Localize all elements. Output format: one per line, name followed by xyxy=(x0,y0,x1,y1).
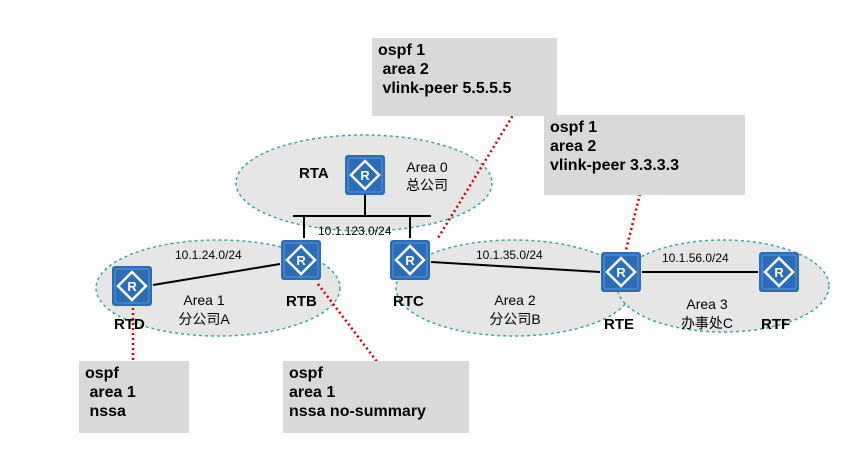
rtb-config-box: ospf area 1 nssa no-summary xyxy=(283,361,469,433)
area1-name: Area 1 xyxy=(183,292,224,308)
rte-router-icon[interactable] xyxy=(599,250,643,294)
rtb-router-icon[interactable] xyxy=(279,238,323,282)
links xyxy=(152,195,758,286)
rtd-config-line-2: area 1 xyxy=(85,384,136,401)
rtc-config-line-2: area 2 xyxy=(378,61,429,78)
rte-config-line-3: vlink-peer 3.3.3.3 xyxy=(550,157,679,174)
area2-site: 分公司B xyxy=(489,311,540,327)
area1-site: 分公司A xyxy=(178,311,230,327)
rtd-config-line-1: ospf xyxy=(85,365,119,382)
area3-site: 办事处C xyxy=(681,315,733,331)
pointer-rtb-config xyxy=(317,283,379,364)
rtb-config-line-3: nssa no-summary xyxy=(289,403,426,420)
subnet-area2: 10.1.35.0/24 xyxy=(476,248,543,262)
pointer-rte-config xyxy=(624,193,642,251)
rtc-router-icon[interactable] xyxy=(388,238,432,282)
rtf-label: RTF xyxy=(761,316,790,333)
subnet-area3: 10.1.56.0/24 xyxy=(662,251,729,265)
rtc-config-line-3: vlink-peer 5.5.5.5 xyxy=(378,80,512,97)
link-rtc-rte xyxy=(430,261,601,273)
rtb-label: RTB xyxy=(286,293,317,310)
link-rtd-rtb xyxy=(152,263,281,286)
rtd-config-box: ospf area 1 nssa xyxy=(79,361,189,433)
rtd-label: RTD xyxy=(114,316,145,333)
rta-router-icon[interactable] xyxy=(343,153,387,197)
subnet-area0: 10.1.123.0/24 xyxy=(318,224,392,238)
area2-name: Area 2 xyxy=(494,292,535,308)
rtd-config-line-3: nssa xyxy=(85,403,126,420)
rte-config-line-1: ospf 1 xyxy=(550,119,598,136)
area0-site: 总公司 xyxy=(406,177,448,193)
rtf-router-icon[interactable] xyxy=(757,250,801,294)
rtd-router-icon[interactable] xyxy=(110,264,154,308)
rtb-config-line-1: ospf xyxy=(289,365,323,382)
config-pointers xyxy=(131,111,642,364)
area0-name: Area 0 xyxy=(406,159,447,175)
rtc-config-box: ospf 1 area 2 vlink-peer 5.5.5.5 xyxy=(372,38,557,116)
rte-config-line-2: area 2 xyxy=(550,138,597,155)
rtc-config-line-1: ospf 1 xyxy=(378,42,426,59)
rtc-label: RTC xyxy=(393,293,424,310)
rta-label: RTA xyxy=(299,165,329,182)
rte-label: RTE xyxy=(604,316,634,333)
rte-config-box: ospf 1 area 2 vlink-peer 3.3.3.3 xyxy=(544,115,745,195)
area3-name: Area 3 xyxy=(686,296,727,312)
subnet-area1: 10.1.24.0/24 xyxy=(175,248,242,262)
rtb-config-line-2: area 1 xyxy=(289,384,336,401)
